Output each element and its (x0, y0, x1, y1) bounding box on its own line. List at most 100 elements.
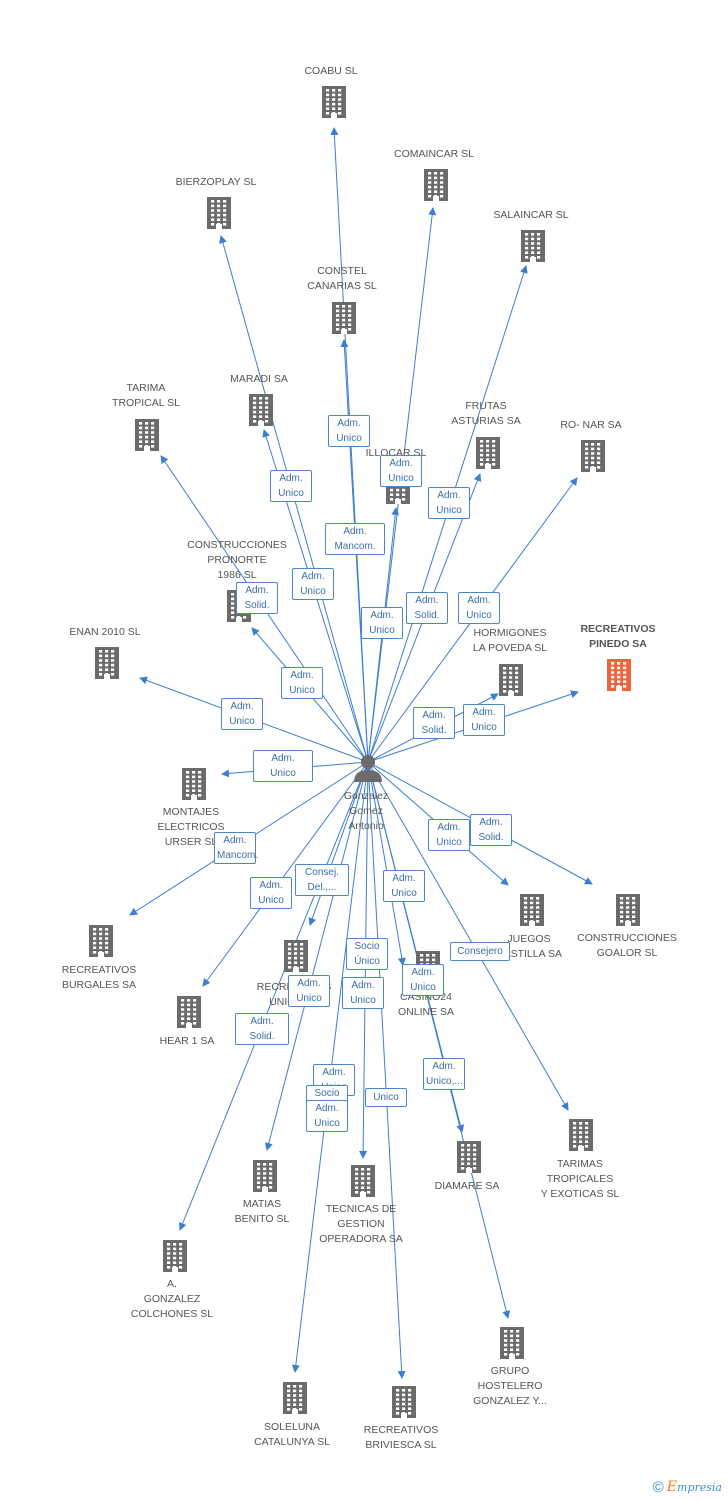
role-badge[interactable]: Adm.Unico (428, 819, 470, 851)
building-icon[interactable] (520, 894, 544, 926)
company-label-line: ONLINE SA (397, 1006, 455, 1018)
role-badge[interactable]: Adm.Solid. (235, 1013, 289, 1045)
role-badge-line: Adm. (343, 526, 367, 537)
building-icon[interactable] (322, 86, 346, 118)
center-person-name[interactable]: Gonzalez Gomez Antonio (326, 789, 406, 834)
building-icon[interactable] (253, 1160, 277, 1192)
company-label-line: SALAINCAR SL (493, 209, 569, 221)
role-badge[interactable]: Adm.Unico (306, 1100, 348, 1132)
building-icon[interactable] (607, 659, 631, 691)
role-badge[interactable]: Adm.Unico (361, 607, 403, 639)
company-label-ro-nar[interactable]: RO- NAR SA (526, 418, 656, 433)
role-badge[interactable]: Adm.Solid. (406, 592, 448, 624)
building-icon[interactable] (569, 1119, 593, 1151)
role-badge[interactable]: Adm.Unico (288, 975, 330, 1007)
building-icon[interactable] (95, 647, 119, 679)
building-icon[interactable] (476, 437, 500, 469)
role-badge[interactable]: Adm.Unico (292, 568, 334, 600)
building-icon[interactable] (616, 894, 640, 926)
building-icon[interactable] (163, 1240, 187, 1272)
role-badge-line: Adm. (245, 585, 269, 596)
company-label-coabu[interactable]: COABU SL (266, 64, 396, 79)
building-icon[interactable] (177, 996, 201, 1028)
role-badge[interactable]: Adm.Unico (380, 455, 422, 487)
role-badge[interactable]: Adm.Unico (463, 704, 505, 736)
company-label-salaincar[interactable]: SALAINCAR SL (466, 208, 596, 223)
role-badge[interactable]: Unico (365, 1088, 407, 1107)
role-badge[interactable]: Adm.Unico,... (423, 1058, 465, 1090)
building-icon[interactable] (521, 230, 545, 262)
company-label-line: CANARIAS SL (307, 280, 377, 292)
role-badge[interactable]: Adm.Mancom. (325, 523, 385, 555)
role-badge[interactable]: Adm.Unico (383, 870, 425, 902)
building-icon[interactable] (351, 1165, 375, 1197)
building-icon[interactable] (581, 440, 605, 472)
role-badge[interactable]: Adm.Unico (221, 698, 263, 730)
role-badge-line: Solid. (478, 832, 504, 843)
role-badge-line: Solid. (249, 1031, 275, 1042)
company-label-line: BRIVIESCA SL (365, 1439, 437, 1451)
building-icon[interactable] (89, 925, 113, 957)
building-icon[interactable] (499, 664, 523, 696)
building-icon[interactable] (457, 1141, 481, 1173)
role-badge[interactable]: Adm.Unico (250, 877, 292, 909)
role-badge[interactable]: Adm.Unico (328, 415, 370, 447)
role-badge[interactable]: Adm.Unico (281, 667, 323, 699)
role-badge-line: Unico (436, 505, 462, 516)
building-icon[interactable] (283, 1382, 307, 1414)
company-label-bierzoplay[interactable]: BIERZOPLAY SL (151, 175, 281, 190)
role-badge-line: Mancom. (217, 850, 259, 861)
building-icon[interactable] (249, 394, 273, 426)
building-icon[interactable] (182, 768, 206, 800)
company-label-line: BIERZOPLAY SL (175, 176, 257, 188)
building-icon[interactable] (207, 197, 231, 229)
role-badge[interactable]: Adm.Solid. (236, 582, 278, 614)
company-label-comaincar[interactable]: COMAINCAR SL (369, 147, 499, 162)
company-label-enan[interactable]: ENAN 2010 SL (40, 625, 170, 640)
company-label-line: ELECTRICOS (157, 821, 225, 833)
role-badge[interactable]: Adm.Unico (342, 977, 384, 1009)
company-label-diamare[interactable]: DIAMARE SA (402, 1179, 532, 1194)
role-badge-line: Unico (314, 1118, 340, 1129)
role-badge[interactable]: Consej.Del.,... (295, 864, 349, 896)
building-icon[interactable] (284, 940, 308, 972)
role-badge[interactable]: Adm.Unico (270, 470, 312, 502)
company-label-line: PRONORTE (207, 554, 267, 566)
building-icon[interactable] (500, 1327, 524, 1359)
building-icon[interactable] (424, 169, 448, 201)
company-label-maradi[interactable]: MARADI SA (194, 372, 324, 387)
company-label-hear[interactable]: HEAR 1 SA (122, 1034, 252, 1049)
role-badge[interactable]: Adm.Unico (428, 487, 470, 519)
role-badge[interactable]: Consejero (450, 942, 510, 961)
role-badge[interactable]: Adm.Solid. (470, 814, 512, 846)
role-badge[interactable]: Adm.Solid. (413, 707, 455, 739)
role-badge-line: Unico (336, 433, 362, 444)
company-label-line: TROPICAL SL (112, 397, 180, 409)
copyright-symbol: © (652, 1479, 664, 1496)
building-icon[interactable] (392, 1386, 416, 1418)
role-badge[interactable]: Adm.Unico (253, 750, 313, 782)
role-badge[interactable]: Adm.Mancom. (214, 832, 259, 864)
building-icon[interactable] (135, 419, 159, 451)
building-icon[interactable] (332, 302, 356, 334)
role-badge[interactable]: Adm.Unico (402, 964, 444, 996)
role-badge[interactable]: Adm.Unico (458, 592, 500, 624)
